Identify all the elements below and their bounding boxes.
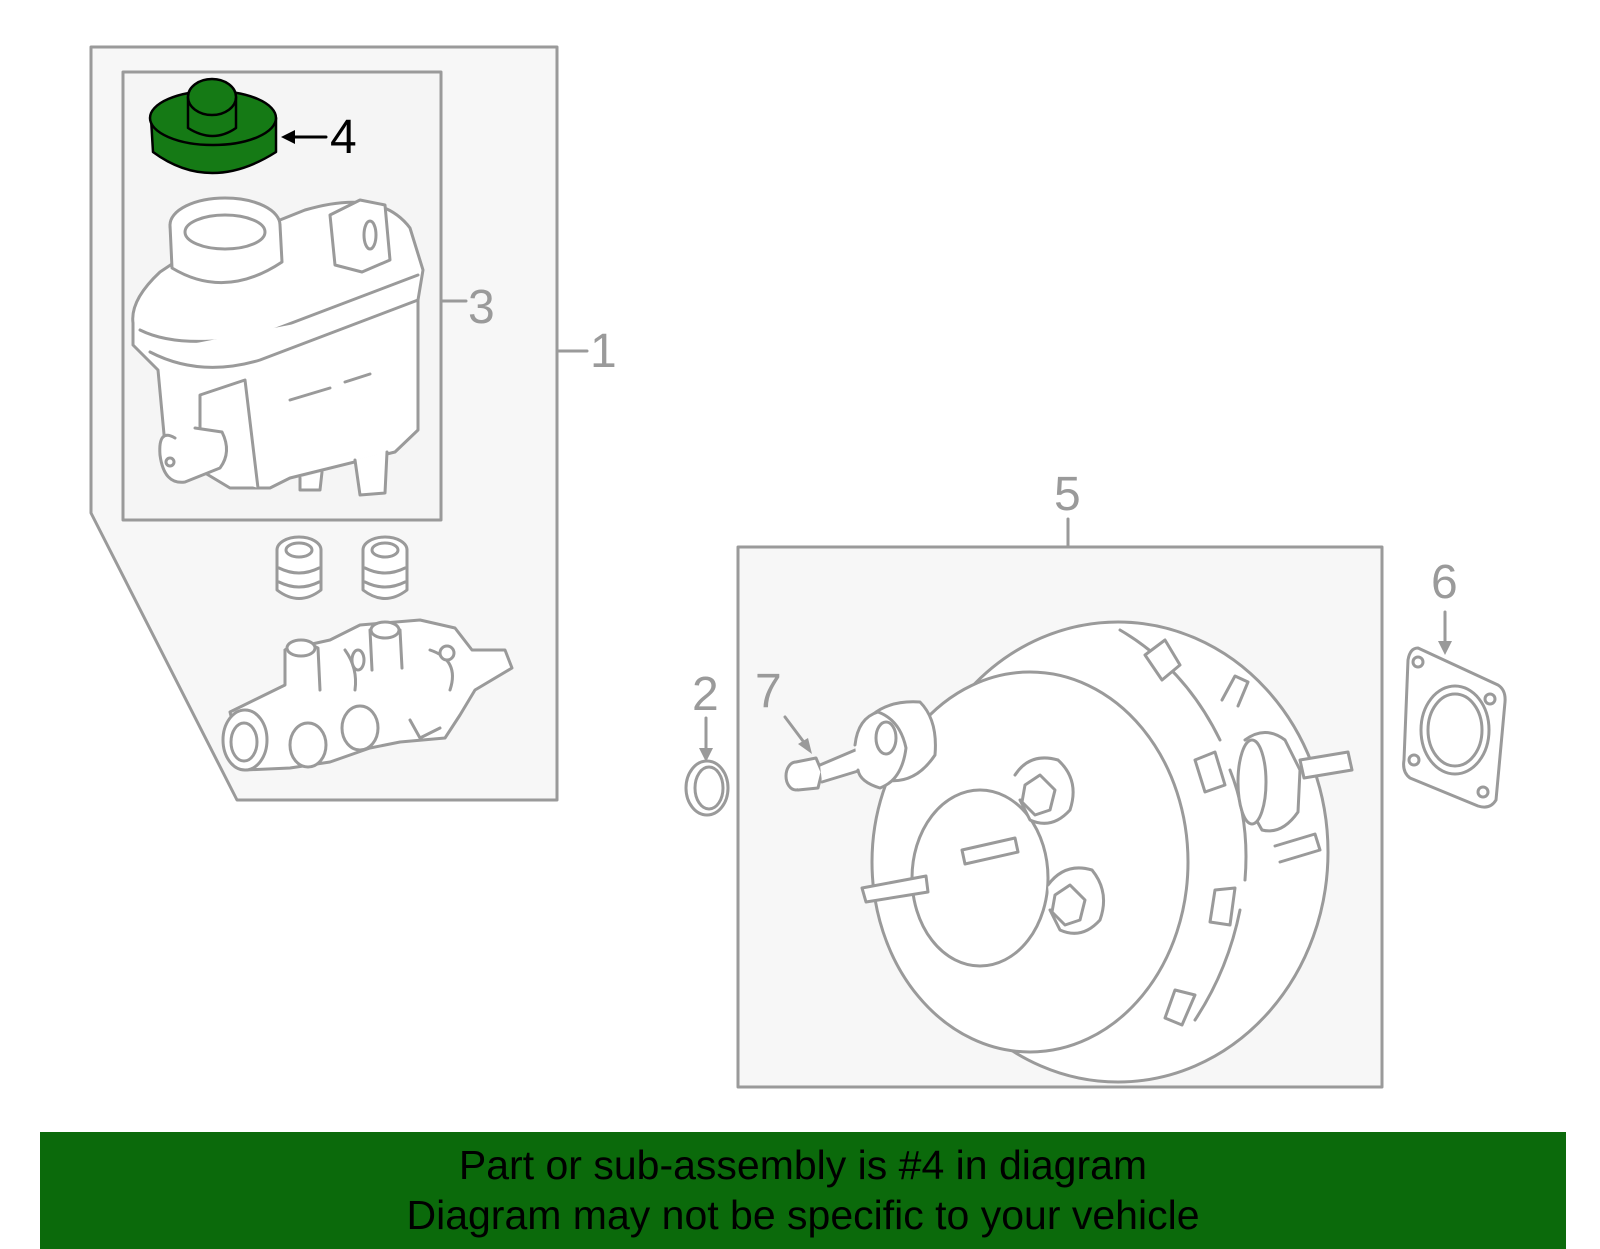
- callout-7-arrowhead: [798, 738, 812, 754]
- callout-4-arrowhead: [281, 130, 295, 144]
- gasket: [1402, 646, 1507, 809]
- callout-7-leader: [783, 715, 808, 747]
- callout-5-label: 5: [1054, 468, 1081, 521]
- callout-2-arrowhead: [699, 748, 713, 762]
- banner-line-2: Diagram may not be specific to your vehi…: [406, 1192, 1200, 1238]
- parts-diagram: 1 2 3 4 5 6 7: [89, 45, 1507, 1089]
- callout-4-label: 4: [330, 111, 357, 164]
- grommet-left: [275, 535, 323, 600]
- master-cylinder: [221, 618, 514, 772]
- callout-6-label: 6: [1431, 556, 1458, 609]
- reservoir-tank: [131, 196, 425, 497]
- callout-1-label: 1: [590, 325, 617, 378]
- info-banner: Part or sub-assembly is #4 in diagram Di…: [40, 1132, 1566, 1249]
- callout-3-label: 3: [468, 281, 495, 334]
- banner-line-1: Part or sub-assembly is #4 in diagram: [458, 1142, 1148, 1188]
- callout-6-arrowhead: [1438, 641, 1452, 655]
- push-rod-clevis: [784, 710, 908, 792]
- callout-2-label: 2: [692, 668, 719, 721]
- clip-ring: [684, 759, 730, 817]
- callout-7-label: 7: [755, 665, 782, 718]
- brake-booster: [860, 620, 1354, 1084]
- reservoir-cap: [148, 77, 278, 175]
- grommet-right: [361, 535, 409, 600]
